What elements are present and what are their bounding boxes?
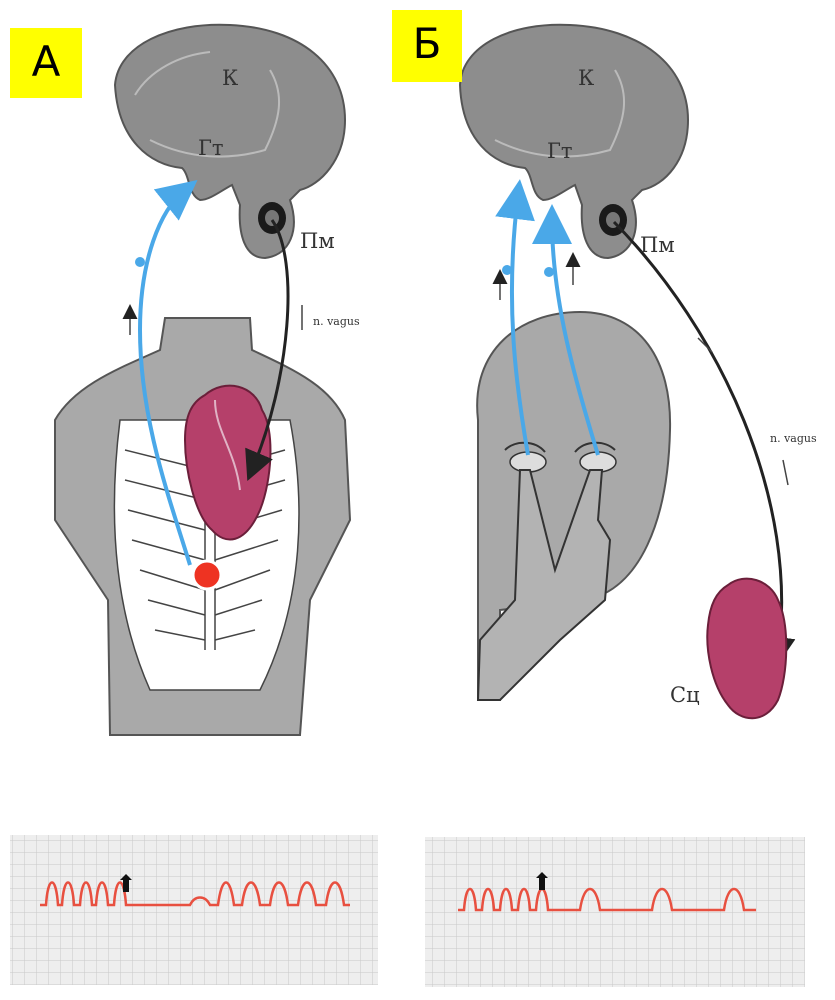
label-hypothalamus-a: Гт xyxy=(198,136,224,160)
panel-badge-a: А xyxy=(10,28,82,98)
label-medulla-b: Пм xyxy=(640,233,675,257)
ecg-strip-b xyxy=(425,837,805,987)
label-nerve-a: n. vagus xyxy=(313,315,360,328)
heart-icon xyxy=(707,579,786,719)
panel-a: К Гт Пм n. vagus xyxy=(55,25,360,735)
brain-icon xyxy=(115,25,345,258)
label-nerve-b: n. vagus xyxy=(770,432,817,445)
brain-icon xyxy=(460,25,688,258)
label-cortex-b: К xyxy=(578,66,594,90)
panel-b: К Гт Пм n. vagus Сц xyxy=(460,25,817,719)
label-hypothalamus-b: Гт xyxy=(547,139,573,163)
panel-badge-b: Б xyxy=(392,10,462,82)
label-medulla-a: Пм xyxy=(300,229,335,253)
label-heart-b: Сц xyxy=(670,683,700,707)
label-cortex-a: К xyxy=(222,66,238,90)
ecg-strip-a xyxy=(10,835,378,985)
receptor-icon xyxy=(193,561,221,589)
